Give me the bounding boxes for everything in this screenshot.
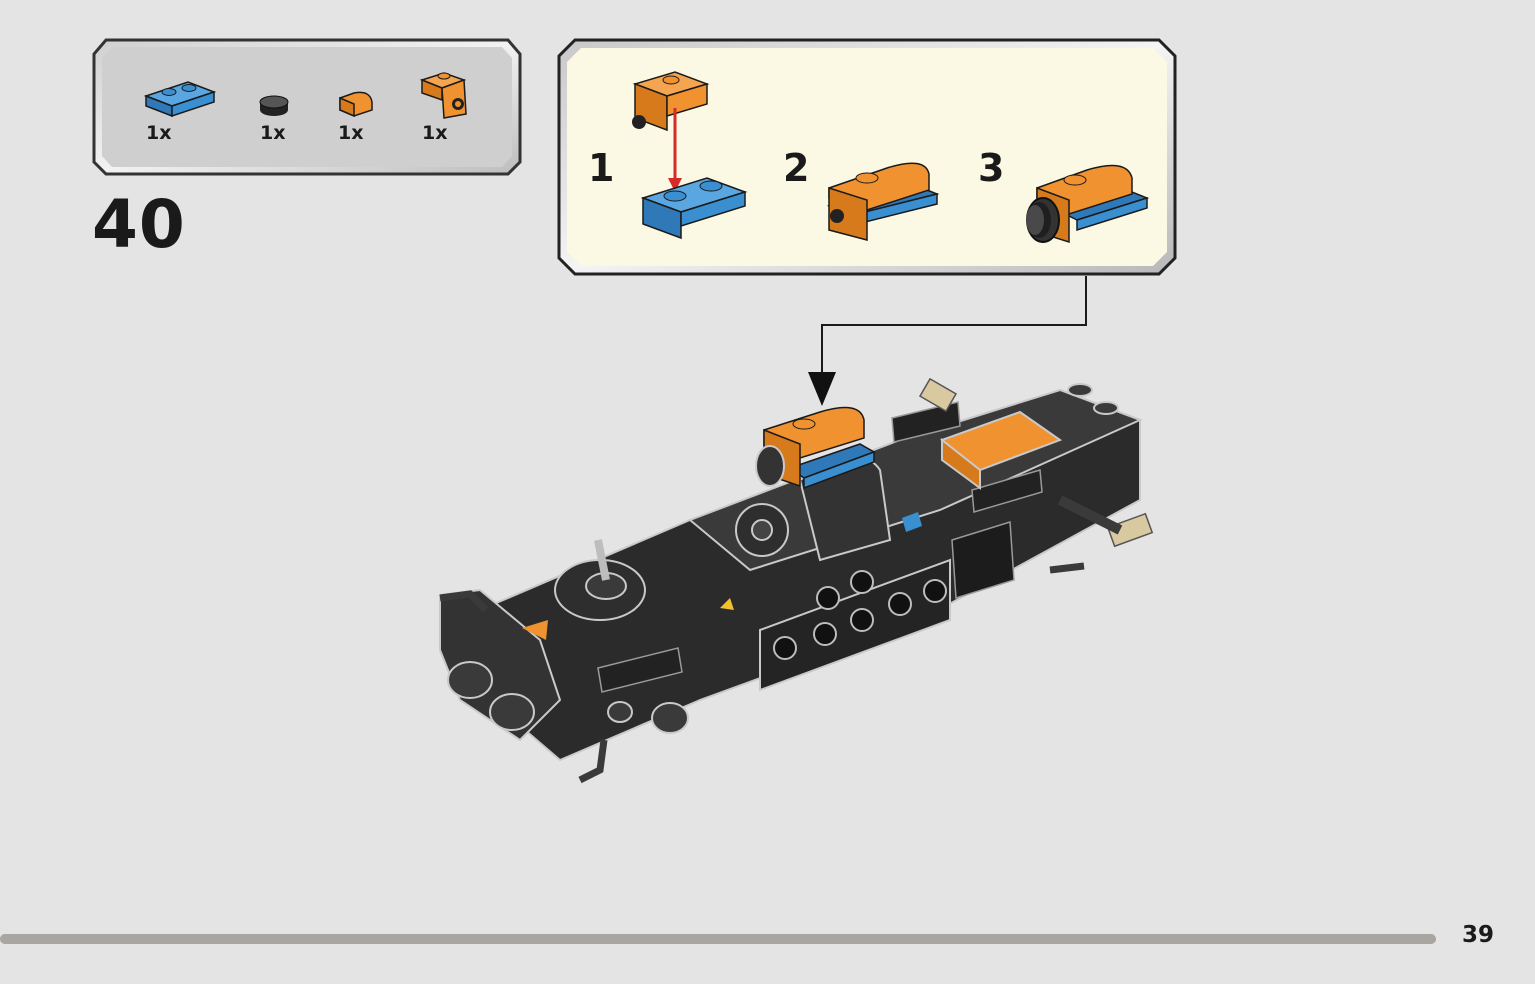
blue-plate-icon xyxy=(143,81,217,118)
parts-list-box xyxy=(92,38,522,176)
sub-step-1-label: 1 xyxy=(588,146,615,190)
car-chassis xyxy=(439,377,1154,784)
sponsor-sticker xyxy=(597,401,1043,693)
sub-step-1-art xyxy=(632,71,748,240)
page-number: 39 xyxy=(1462,922,1495,948)
callout-arrow xyxy=(808,276,1087,406)
orange-curved-slope-icon xyxy=(339,91,373,118)
qty-round-tile: 1x xyxy=(260,122,286,144)
sub-step-2-art xyxy=(826,162,940,241)
qty-bracket: 1x xyxy=(422,122,448,144)
sub-assembly-box xyxy=(557,38,1177,276)
sub-step-3-label: 3 xyxy=(978,146,1005,190)
black-round-tile-icon xyxy=(259,95,289,116)
sub-step-3-art xyxy=(1026,164,1150,244)
orange-bracket-icon xyxy=(419,72,467,119)
step-number: 40 xyxy=(92,186,186,263)
placed-sub-assembly xyxy=(755,406,876,490)
qty-curved-slope: 1x xyxy=(338,122,364,144)
progress-fill xyxy=(0,934,1436,944)
qty-blue-plate: 1x xyxy=(146,122,172,144)
sub-step-2-label: 2 xyxy=(783,146,810,190)
progress-bar xyxy=(0,934,1436,944)
